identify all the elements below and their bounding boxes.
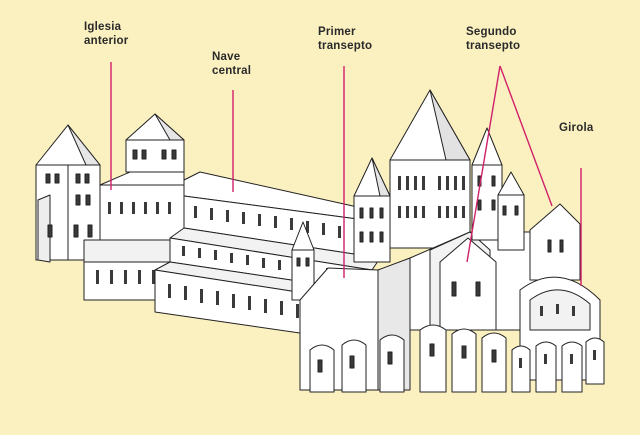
label-segundo-transepto-line1: Segundo [466, 26, 517, 38]
label-primer-transepto: Primer transepto [318, 25, 372, 53]
label-nave-central-line1: Nave [212, 51, 241, 63]
first-transept [299, 157, 411, 393]
second-transept [409, 127, 581, 331]
label-primer-transepto-line1: Primer [318, 26, 356, 38]
label-segundo-transepto-line2: transepto [466, 40, 521, 52]
leader-segundo-transepto-b [499, 65, 553, 207]
label-iglesia-anterior: Iglesia anterior [84, 20, 128, 48]
label-segundo-transepto: Segundo transepto [466, 25, 520, 53]
label-primer-transepto-line2: transepto [318, 40, 373, 52]
leader-lines [110, 62, 582, 286]
label-nave-central: Nave central [212, 50, 251, 78]
label-girola-line1: Girola [559, 122, 594, 134]
narthex-west-towers [35, 113, 185, 263]
leader-segundo-transepto-a [466, 65, 501, 263]
ambulatory [511, 276, 605, 393]
label-girola: Girola [559, 121, 593, 135]
label-iglesia-anterior-line2: anterior [84, 35, 129, 47]
label-iglesia-anterior-line1: Iglesia [84, 21, 122, 33]
crossing-tower [389, 89, 471, 249]
transept-chapels [419, 324, 507, 393]
label-nave-central-line2: central [212, 65, 252, 77]
